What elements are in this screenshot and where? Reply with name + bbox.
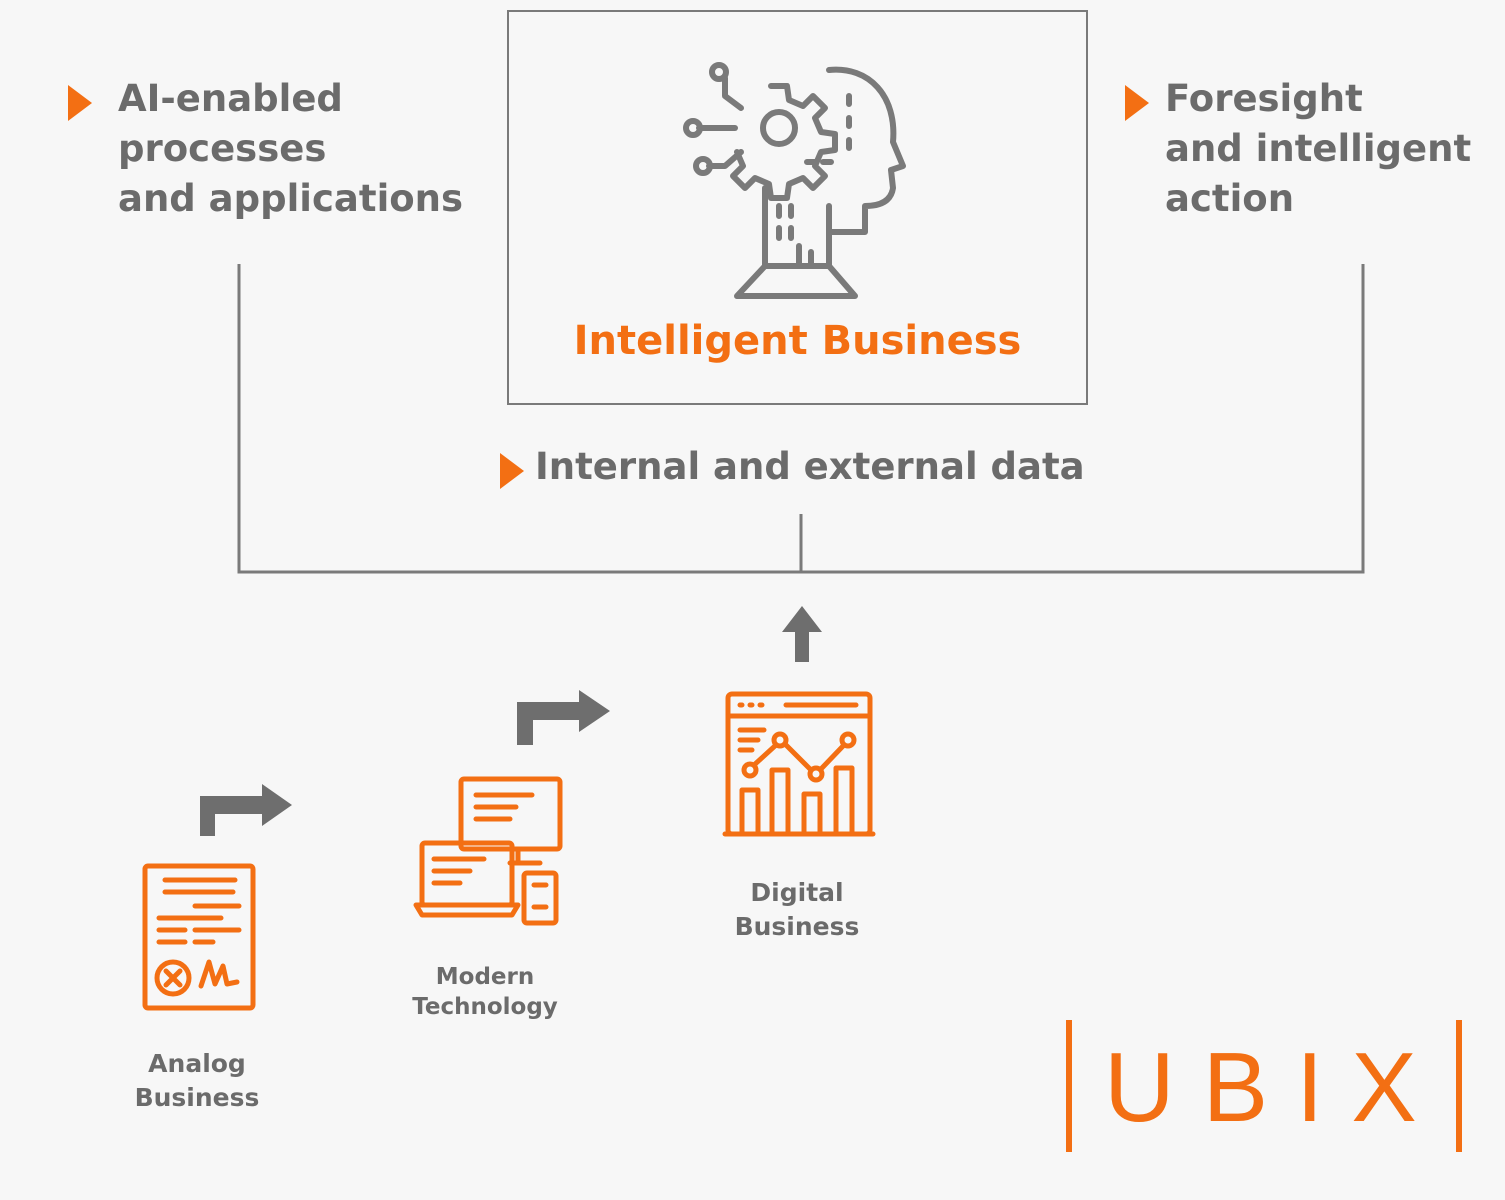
logo-left-bar (1066, 1020, 1072, 1152)
stage-label-digital-line-2: Business (734, 912, 860, 941)
center-title: Intelligent Business (573, 318, 1022, 364)
stage-label-modern-line-2: Technology (412, 994, 558, 1020)
right-bullet-line-3: action (1165, 177, 1295, 220)
intelligent-business-box: Intelligent Business (507, 10, 1088, 405)
logo-right-bar (1456, 1020, 1462, 1152)
devices-icon (413, 776, 563, 926)
stage-label-digital: Digital Business (697, 876, 897, 944)
stage-label-digital-line-1: Digital (750, 878, 844, 907)
stage-label-analog-line-2: Business (134, 1083, 260, 1112)
ubix-logo: UBIX (1066, 1020, 1466, 1152)
left-bullet-line-3: and applications (118, 177, 464, 220)
right-bullet-line-2: and intelligent (1165, 127, 1472, 170)
data-bullet-text: Internal and external data (535, 445, 1085, 488)
ai-head-gear-icon (683, 62, 906, 299)
left-bullet-line-1: AI-enabled (118, 77, 343, 120)
stage-label-analog: Analog Business (97, 1047, 297, 1115)
signed-document-icon (142, 863, 256, 1011)
stage-label-modern: Modern Technology (385, 962, 585, 1022)
data-bullet-marker (500, 453, 524, 489)
right-bullet-marker (1125, 85, 1149, 121)
logo-wordmark: UBIX (1104, 1032, 1445, 1142)
left-bullet-marker (68, 85, 92, 121)
analytics-dashboard-icon (722, 691, 876, 837)
stage-label-analog-line-1: Analog (148, 1049, 246, 1078)
up-arrow-icon (782, 606, 822, 662)
bent-arrow-icon-1 (200, 784, 292, 836)
bent-arrow-icon-2 (517, 690, 610, 745)
right-bullet-line-1: Foresight (1165, 77, 1363, 120)
left-bullet-line-2: processes (118, 127, 327, 170)
left-bullet-text: AI-enabled processes and applications (118, 74, 463, 224)
right-bullet-text: Foresight and intelligent action (1165, 74, 1471, 224)
stage-label-modern-line-1: Modern (435, 964, 535, 990)
